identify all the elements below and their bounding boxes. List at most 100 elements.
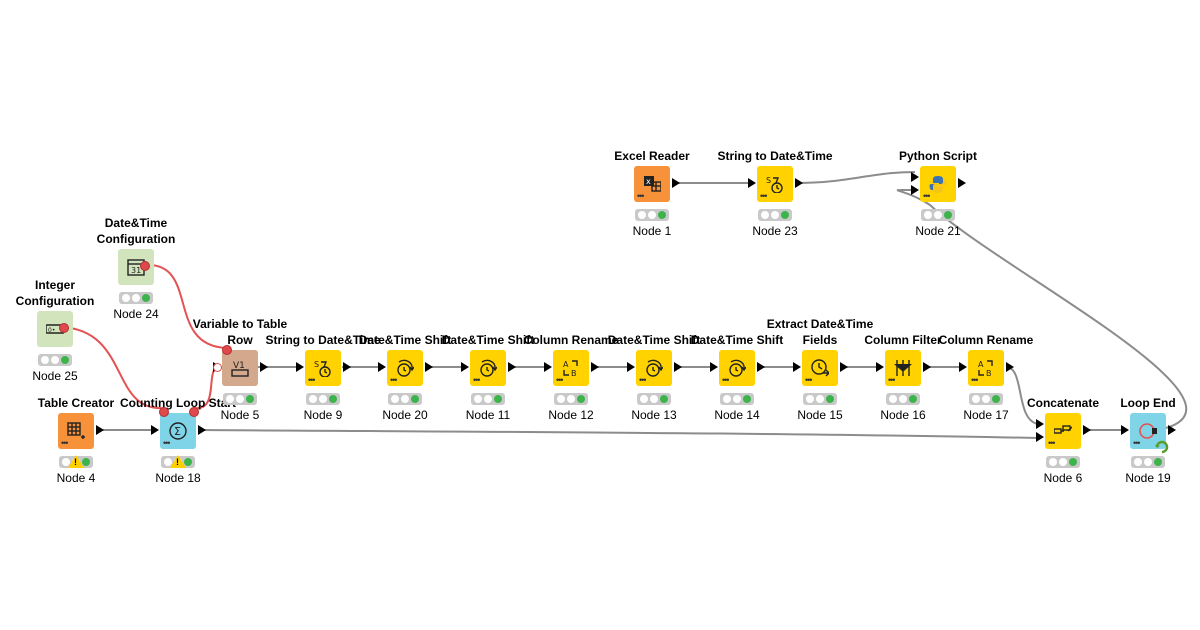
node-label[interactable]: Node 14 bbox=[714, 408, 760, 422]
node-node18[interactable]: Σ••• bbox=[160, 413, 196, 449]
input-port[interactable] bbox=[627, 362, 635, 372]
node-label[interactable]: Node 23 bbox=[752, 224, 798, 238]
node-node11[interactable]: ••• bbox=[470, 350, 506, 386]
flow-variable-in-port[interactable] bbox=[213, 363, 222, 372]
node-label[interactable]: Node 18 bbox=[155, 471, 201, 485]
warning-icon[interactable]: ! bbox=[68, 455, 84, 468]
output-port[interactable] bbox=[198, 425, 206, 435]
loop-end-icon bbox=[1139, 423, 1157, 439]
input-port[interactable] bbox=[378, 362, 386, 372]
output-port[interactable] bbox=[1006, 362, 1014, 372]
output-port[interactable] bbox=[672, 178, 680, 188]
node-title: Integer Configuration bbox=[15, 278, 95, 308]
output-port[interactable] bbox=[1168, 425, 1176, 435]
input-port[interactable] bbox=[911, 185, 919, 195]
wire-node23-node21[interactable] bbox=[795, 171, 916, 184]
flow-variable-out-port[interactable] bbox=[59, 323, 69, 333]
node-label[interactable]: Node 12 bbox=[548, 408, 594, 422]
input-port[interactable] bbox=[461, 362, 469, 372]
node-title: Loop End bbox=[1120, 396, 1176, 410]
input-port[interactable] bbox=[911, 172, 919, 182]
node-status-lights bbox=[635, 209, 669, 221]
node-label[interactable]: Node 24 bbox=[113, 307, 159, 321]
node-node4[interactable]: ••• bbox=[58, 413, 94, 449]
node-node13[interactable]: ••• bbox=[636, 350, 672, 386]
node-label[interactable]: Node 16 bbox=[880, 408, 926, 422]
input-port[interactable] bbox=[296, 362, 304, 372]
node-node16[interactable]: ••• bbox=[885, 350, 921, 386]
flow-variable-out-port[interactable] bbox=[140, 261, 150, 271]
node-label[interactable]: Node 25 bbox=[32, 369, 78, 383]
node-node21[interactable]: ••• bbox=[920, 166, 956, 202]
output-port[interactable] bbox=[840, 362, 848, 372]
node-node24[interactable]: 31 bbox=[118, 249, 154, 285]
status-green-icon bbox=[329, 395, 337, 403]
input-port[interactable] bbox=[1036, 432, 1044, 442]
input-port[interactable] bbox=[1036, 419, 1044, 429]
input-port[interactable] bbox=[876, 362, 884, 372]
node-node1[interactable]: x••• bbox=[634, 166, 670, 202]
warning-icon[interactable]: ! bbox=[170, 455, 186, 468]
node-node5[interactable]: V1 bbox=[222, 350, 258, 386]
input-port[interactable] bbox=[793, 362, 801, 372]
wire-node19-node21[interactable] bbox=[896, 188, 1187, 429]
output-port[interactable] bbox=[958, 178, 966, 188]
status-green-icon bbox=[142, 294, 150, 302]
output-port[interactable] bbox=[343, 362, 351, 372]
flowvar-node24-node5[interactable] bbox=[144, 263, 227, 349]
node-label[interactable]: Node 21 bbox=[915, 224, 961, 238]
input-port[interactable] bbox=[959, 362, 967, 372]
loop-badge-icon bbox=[1155, 440, 1169, 454]
node-node9[interactable]: S••• bbox=[305, 350, 341, 386]
node-label[interactable]: Node 20 bbox=[382, 408, 428, 422]
node-node6[interactable]: ••• bbox=[1045, 413, 1081, 449]
node-label[interactable]: Node 19 bbox=[1125, 471, 1171, 485]
input-port[interactable] bbox=[151, 425, 159, 435]
variable-table-icon: V1 bbox=[231, 361, 249, 377]
node-title: Concatenate bbox=[1026, 396, 1100, 410]
node-dots-icon: ••• bbox=[639, 375, 647, 385]
output-port[interactable] bbox=[1083, 425, 1091, 435]
node-label[interactable]: Node 15 bbox=[797, 408, 843, 422]
node-node15[interactable]: ••• bbox=[802, 350, 838, 386]
flowvar-node25-node18[interactable] bbox=[60, 326, 165, 410]
integer-input-icon: 0• bbox=[46, 324, 64, 334]
node-status-lights bbox=[803, 393, 837, 405]
flow-variable-in-port[interactable] bbox=[222, 345, 232, 355]
concatenate-icon bbox=[1054, 425, 1072, 434]
input-port[interactable] bbox=[710, 362, 718, 372]
input-port[interactable] bbox=[748, 178, 756, 188]
output-port[interactable] bbox=[757, 362, 765, 372]
node-label[interactable]: Node 13 bbox=[631, 408, 677, 422]
svg-text:S: S bbox=[314, 360, 319, 369]
output-port[interactable] bbox=[674, 362, 682, 372]
node-label[interactable]: Node 1 bbox=[632, 224, 672, 238]
output-port[interactable] bbox=[260, 362, 268, 372]
output-port[interactable] bbox=[923, 362, 931, 372]
node-label[interactable]: Node 9 bbox=[303, 408, 343, 422]
wire-node18-node6[interactable] bbox=[201, 429, 1039, 439]
output-port[interactable] bbox=[508, 362, 516, 372]
output-port[interactable] bbox=[795, 178, 803, 188]
node-node20[interactable]: ••• bbox=[387, 350, 423, 386]
node-status-lights bbox=[637, 393, 671, 405]
node-label[interactable]: Node 11 bbox=[465, 408, 511, 422]
node-label[interactable]: Node 17 bbox=[963, 408, 1009, 422]
node-dots-icon: ••• bbox=[923, 191, 931, 201]
svg-text:Σ: Σ bbox=[174, 425, 181, 438]
node-node14[interactable]: ••• bbox=[719, 350, 755, 386]
node-node23[interactable]: S••• bbox=[757, 166, 793, 202]
output-port[interactable] bbox=[425, 362, 433, 372]
input-port[interactable] bbox=[1121, 425, 1129, 435]
node-label[interactable]: Node 6 bbox=[1043, 471, 1083, 485]
output-port[interactable] bbox=[591, 362, 599, 372]
output-port[interactable] bbox=[96, 425, 104, 435]
input-port[interactable] bbox=[544, 362, 552, 372]
node-label[interactable]: Node 4 bbox=[56, 471, 96, 485]
node-label[interactable]: Node 5 bbox=[220, 408, 260, 422]
node-status-lights bbox=[720, 393, 754, 405]
flow-variable-port[interactable] bbox=[189, 407, 199, 417]
flow-variable-port[interactable] bbox=[159, 407, 169, 417]
